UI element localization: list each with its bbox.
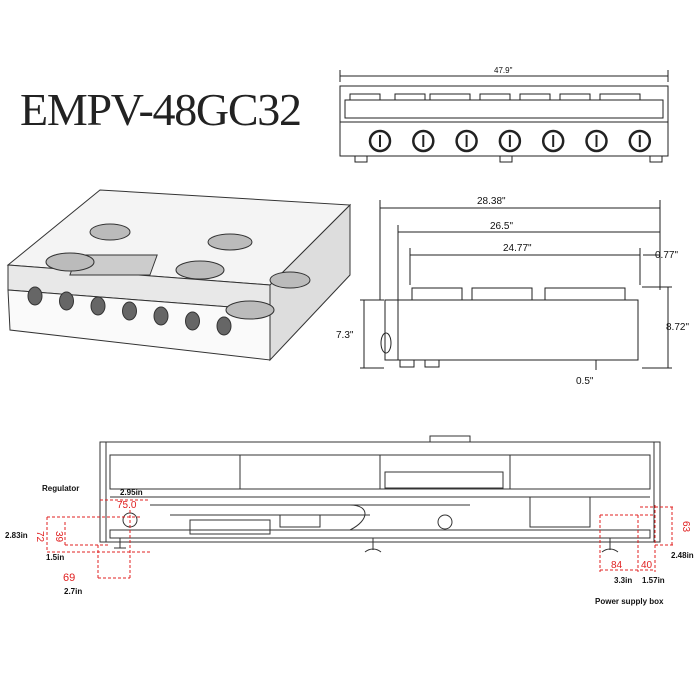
dimension-lines <box>46 499 675 580</box>
height-front: 7.3" <box>336 330 354 341</box>
perspective-knob-icon <box>153 306 169 326</box>
depth-body: 26.5" <box>490 221 513 232</box>
depth-overall: 28.38" <box>477 196 506 207</box>
height-overall: 8.72" <box>666 322 689 333</box>
width-label: 47.9" <box>494 66 513 75</box>
power-supply-label: Power supply box <box>595 597 664 606</box>
psu-width-in: 3.3in <box>614 576 632 585</box>
psu-offset-mm: 40 <box>641 560 653 571</box>
psu-offset-in: 1.57in <box>642 576 665 585</box>
reg-height-mm: 72 <box>34 531 45 543</box>
front-knob-icon <box>498 129 522 153</box>
reg-width-mm: 75.0 <box>117 500 137 511</box>
perspective-view <box>6 189 352 362</box>
front-view <box>339 70 669 163</box>
grate-offset: 0.77" <box>655 250 678 261</box>
perspective-knob-icon <box>27 286 43 306</box>
side-view <box>360 200 672 370</box>
reg-offset-in: 2.7in <box>64 587 82 596</box>
front-knob-icon <box>412 129 435 153</box>
perspective-knob-icon <box>216 316 232 336</box>
bottom-view <box>99 435 661 553</box>
reg-inner-mm: 39 <box>53 531 64 543</box>
perspective-knob-icon <box>185 311 200 331</box>
depth-grate: 24.77" <box>503 243 532 254</box>
reg-offset-mm: 69 <box>63 572 75 584</box>
perspective-knob-icon <box>90 296 106 316</box>
psu-width-mm: 84 <box>611 560 623 571</box>
perspective-knob-icon <box>59 291 74 311</box>
front-knob-icon <box>368 129 392 153</box>
front-knob-icon <box>541 129 565 153</box>
front-knob-icon <box>585 129 608 153</box>
model-title: EMPV-48GC32 <box>20 84 302 135</box>
reg-height-in: 2.83in <box>5 531 28 540</box>
front-knob-icon <box>628 129 652 153</box>
psu-height-in: 2.48in <box>671 551 694 560</box>
front-knob-icon <box>455 129 478 153</box>
perspective-knob-icon <box>122 301 137 321</box>
reg-top-offset: 2.95in <box>120 488 143 497</box>
psu-height-mm: 63 <box>680 521 691 533</box>
reg-inner-in: 1.5in <box>46 553 64 562</box>
regulator-label: Regulator <box>42 484 79 493</box>
foot-height: 0.5" <box>576 376 594 387</box>
